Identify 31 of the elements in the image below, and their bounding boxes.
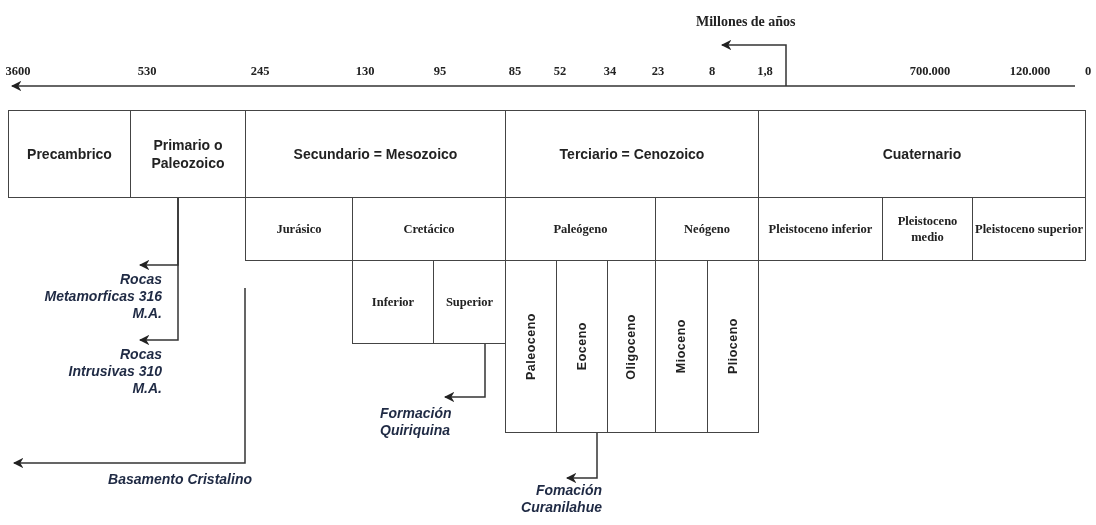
tick-label: 52	[553, 64, 567, 79]
tick-label: 34	[603, 64, 617, 79]
tick-label: 700.000	[909, 64, 951, 79]
leader-arrow	[443, 343, 486, 403]
era-box: Cuaternario	[758, 110, 1086, 198]
epoch-box: Plioceno	[707, 260, 759, 433]
tick-label: 1,8	[757, 64, 773, 79]
callout-text: Rocas Metamorficas 316 M.A.	[30, 265, 162, 327]
tick-label: 3600	[5, 64, 31, 79]
tick-label: 8	[708, 64, 716, 79]
era-box: Primario o Paleozoico	[130, 110, 246, 198]
tick-label: 95	[433, 64, 447, 79]
era-box: Precambrico	[8, 110, 131, 198]
period-box: Inferior	[352, 260, 434, 344]
tick-label: 245	[250, 64, 270, 79]
callout-text: Basamento Cristalino	[12, 463, 252, 493]
callout-text: Formación Quiriquina	[380, 397, 490, 445]
leader-arrow	[12, 287, 246, 469]
tick-label: 130	[355, 64, 375, 79]
tick-label: 85	[508, 64, 522, 79]
tick-label: 120.000	[1009, 64, 1051, 79]
tick-label: 530	[137, 64, 157, 79]
callout-text: Fomación Curanilahue	[470, 478, 602, 524]
axis-unit-label: Millones de años	[696, 14, 796, 30]
period-box: Jurásico	[245, 197, 353, 261]
callout-text: Rocas Intrusivas 310 M.A.	[60, 340, 162, 402]
period-box: Pleistoceno superior	[972, 197, 1086, 261]
leader-arrow	[565, 432, 598, 484]
tick-label: 23	[651, 64, 665, 79]
tick-label: 0	[1084, 64, 1092, 79]
leader-arrow	[138, 197, 179, 346]
